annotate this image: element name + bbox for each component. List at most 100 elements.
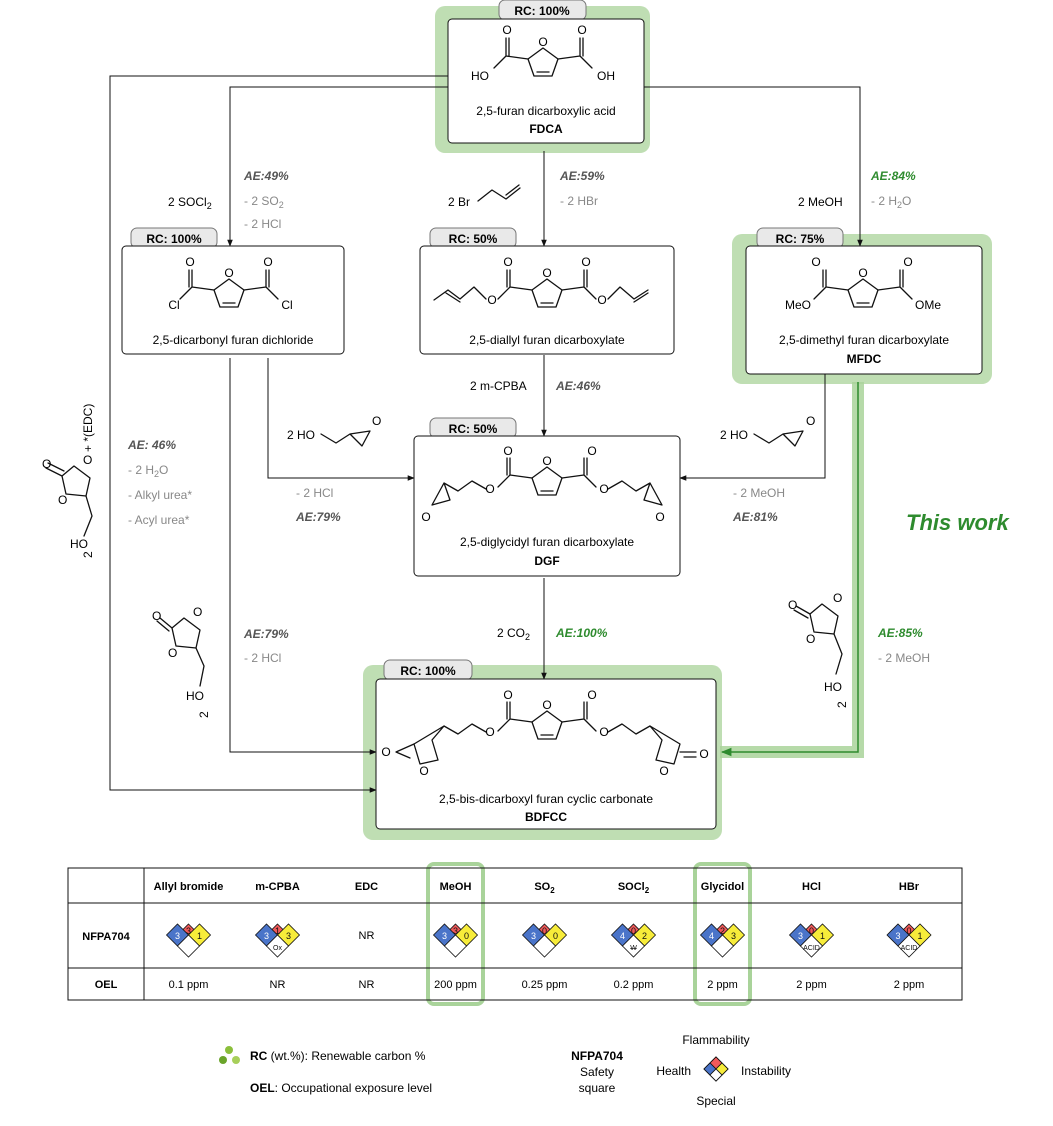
annot-mcpba: 2 m-CPBA AE:46% <box>470 379 601 393</box>
diallyl-name: 2,5-diallyl furan dicarboxylate <box>469 333 625 347</box>
svg-text:RC: 75%: RC: 75% <box>776 232 825 246</box>
table-oel-value: 0.25 ppm <box>522 979 568 991</box>
mfdc-name: 2,5-dimethyl furan dicarboxylate <box>779 333 949 347</box>
svg-text:Health: Health <box>656 1064 691 1078</box>
nfpa-health-value: 3 <box>895 931 900 941</box>
annot-meoh: 2 MeOH AE:84% - 2 H2O <box>798 169 916 210</box>
nfpa-health-value: 3 <box>531 931 536 941</box>
svg-text:AE:100%: AE:100% <box>555 626 608 640</box>
svg-text:O: O <box>193 605 202 619</box>
table-column-header: m-CPBA <box>255 881 300 893</box>
svg-text:Cl: Cl <box>281 298 292 312</box>
svg-text:O: O <box>168 646 177 660</box>
svg-text:AE:85%: AE:85% <box>877 626 923 640</box>
table-oel-value: 2 ppm <box>894 979 925 991</box>
table-row-label: OEL <box>95 979 118 991</box>
svg-text:2 HO: 2 HO <box>720 428 748 442</box>
table-oel-value: 2 ppm <box>707 979 738 991</box>
svg-text:2: 2 <box>81 551 95 558</box>
svg-text:O: O <box>83 453 92 467</box>
svg-text:- 2 MeOH: - 2 MeOH <box>878 651 930 665</box>
annot-allylbromide: 2 Br AE:59% - 2 HBr <box>448 169 605 209</box>
svg-text:O: O <box>811 255 820 269</box>
svg-text:NFPA704: NFPA704 <box>571 1049 623 1063</box>
svg-text:O: O <box>581 255 590 269</box>
arrows <box>109 75 863 793</box>
svg-text:RC: 50%: RC: 50% <box>449 232 498 246</box>
table-oel-value: 200 ppm <box>434 979 477 991</box>
svg-text:O: O <box>224 266 233 280</box>
svg-text:O: O <box>833 591 842 605</box>
nfpa-special <box>443 934 468 958</box>
nfpa-flammability-value: 0 <box>631 926 636 936</box>
svg-text:Flammability: Flammability <box>682 1033 749 1047</box>
svg-text:MeO: MeO <box>785 298 811 312</box>
svg-text:O: O <box>381 745 390 759</box>
diallyl-card: RC: 50% O O O O O 2,5-diallyl furan dica… <box>419 227 675 355</box>
fdca-abbr: FDCA <box>529 122 563 136</box>
svg-text:2 m-CPBA: 2 m-CPBA <box>470 379 527 393</box>
nfpa-health-value: 3 <box>175 931 180 941</box>
nfpa-health-value: 3 <box>442 931 447 941</box>
nfpa-health-value: 4 <box>709 931 714 941</box>
svg-text:O: O <box>806 632 815 646</box>
svg-text:Safety: Safety <box>580 1065 614 1079</box>
nfpa-instability-value: 1 <box>917 931 922 941</box>
dgf-abbr: DGF <box>534 554 559 568</box>
svg-text:AE:49%: AE:49% <box>243 169 289 183</box>
svg-text:O: O <box>599 482 608 496</box>
svg-text:- 2 HCl: - 2 HCl <box>244 651 281 665</box>
table-oel-value: 0.2 ppm <box>614 979 654 991</box>
dichloride-card: RC: 100% O O O Cl Cl 2,5-dicarbonyl fura… <box>121 227 345 355</box>
dgf-name: 2,5-diglycidyl furan dicarboxylate <box>460 535 634 549</box>
svg-text:OEL: Occupational exposure lev: OEL: Occupational exposure level <box>250 1081 432 1095</box>
svg-text:AE:81%: AE:81% <box>732 510 778 524</box>
annot-glycidol-right: 2 HO O - 2 MeOH AE:81% <box>720 414 815 524</box>
table-column-header: SO2 <box>534 881 555 895</box>
table-oel-value: 0.1 ppm <box>169 979 209 991</box>
svg-text:+ *(EDC): + *(EDC) <box>81 404 95 452</box>
nfpa-flammability-value: 0 <box>542 926 547 936</box>
svg-text:O: O <box>806 414 815 428</box>
nfpa-health-value: 4 <box>620 931 625 941</box>
this-work-label: This work <box>906 510 1010 535</box>
nfpa-special <box>176 934 201 958</box>
this-work-arrow <box>720 382 859 757</box>
dichloride-name: 2,5-dicarbonyl furan dichloride <box>153 333 314 347</box>
svg-text:RC: 100%: RC: 100% <box>146 232 202 246</box>
svg-text:- 2 SO2: - 2 SO2 <box>244 194 284 210</box>
svg-text:OH: OH <box>597 69 615 83</box>
nfpa-special-value: ACID <box>803 945 820 952</box>
svg-text:- 2 H2O: - 2 H2O <box>128 463 168 479</box>
svg-text:O: O <box>542 698 551 712</box>
svg-text:O: O <box>577 23 586 37</box>
nfpa-flammability-value: 3 <box>186 926 191 936</box>
svg-text:O: O <box>485 482 494 496</box>
svg-text:O: O <box>487 293 496 307</box>
svg-text:O: O <box>655 510 664 524</box>
nfpa-instability-value: 2 <box>642 931 647 941</box>
svg-text:2 MeOH: 2 MeOH <box>798 195 843 209</box>
table-column-header: SOCl2 <box>618 881 650 895</box>
nfpa-special <box>897 934 921 958</box>
nfpa-special-value: ACID <box>901 945 918 952</box>
svg-text:O: O <box>372 414 381 428</box>
table-oel-value: NR <box>359 979 375 991</box>
svg-text:RC (wt.%): Renewable carbon %: RC (wt.%): Renewable carbon % <box>250 1049 426 1063</box>
nfpa-special <box>621 934 646 958</box>
fdca-card: RC: 100% O O O HO OH 2,5-furan dicarboxy… <box>447 0 645 144</box>
nfpa-special-value: W <box>630 945 637 952</box>
nfpa-legend-diamond <box>703 1056 729 1082</box>
dgf-card: RC: 50% O O O O O O O 2,5-diglycidyl fur… <box>413 417 681 577</box>
svg-text:O: O <box>419 764 428 778</box>
table-column-header: MeOH <box>440 881 472 893</box>
svg-text:O: O <box>699 747 708 761</box>
annot-glycidol-left: 2 HO O - 2 HCl AE:79% <box>287 414 381 524</box>
nfpa-special <box>710 934 735 958</box>
svg-text:AE:79%: AE:79% <box>243 627 289 641</box>
svg-text:Instability: Instability <box>741 1064 791 1078</box>
svg-text:O: O <box>503 688 512 702</box>
svg-text:2 Br: 2 Br <box>448 195 470 209</box>
svg-text:HO: HO <box>824 680 842 694</box>
svg-text:Special: Special <box>696 1094 735 1108</box>
